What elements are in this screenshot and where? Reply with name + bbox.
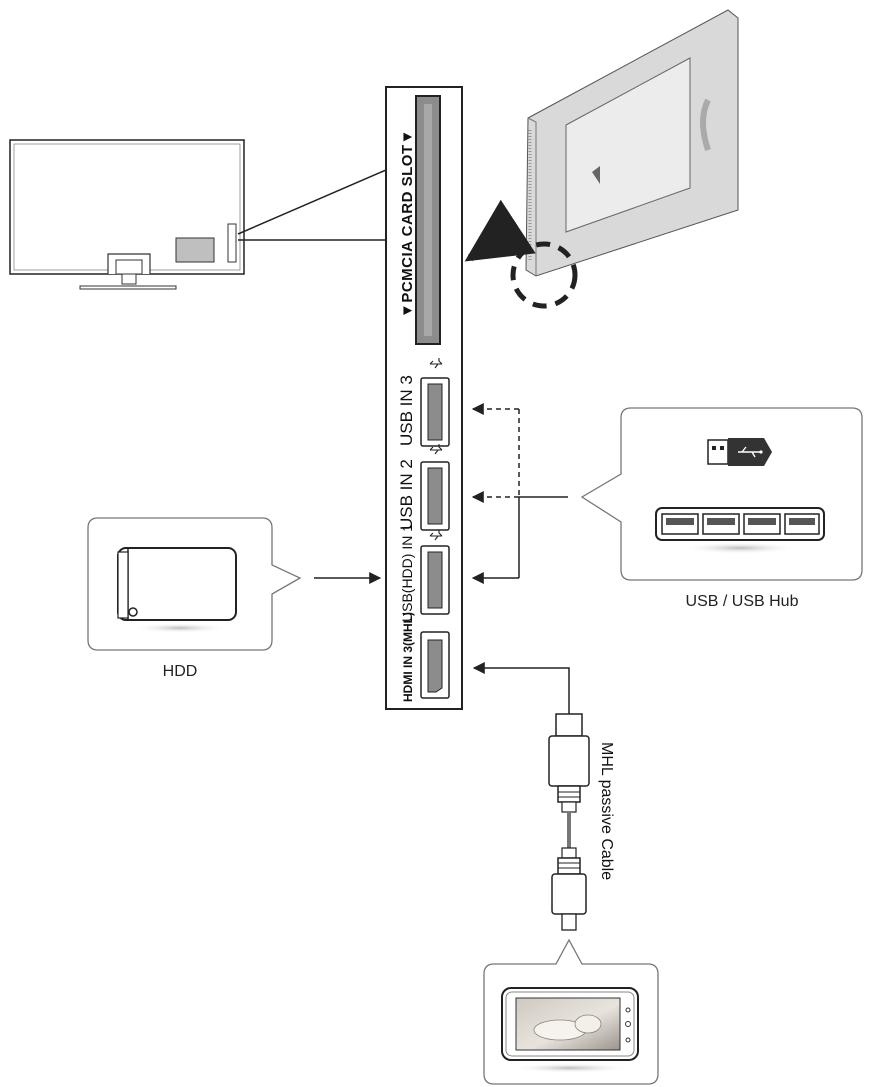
cable-label: MHL passive Cable xyxy=(598,742,615,880)
usb-port-2-label: USB IN 2 xyxy=(397,459,416,530)
usb-hub-label: USB / USB Hub xyxy=(686,593,799,610)
hdmi-port[interactable] xyxy=(420,631,450,699)
pcmcia-slot-label: ▼PCMCIA CARD SLOT▼ xyxy=(399,129,416,318)
usb-port-1[interactable] xyxy=(420,545,450,615)
hdmi-arrow xyxy=(472,662,570,714)
usb-port-3[interactable] xyxy=(420,377,450,447)
usb-symbol-icon xyxy=(429,530,443,541)
dashed-highlight-circle xyxy=(510,241,578,309)
usb-stick-icon xyxy=(707,438,772,466)
insert-arrow xyxy=(464,199,536,262)
hdmi-port-label: HDMI IN 3(MHL) xyxy=(401,612,415,702)
usb-port-1-label: USB(HDD) IN 1 xyxy=(399,524,415,622)
usb-symbol-icon xyxy=(429,358,443,369)
smartphone-icon xyxy=(501,987,639,1073)
usb-symbol-icon xyxy=(429,444,443,455)
hdmi-plug-icon xyxy=(548,713,590,813)
ci-module-icon xyxy=(525,9,739,277)
micro-usb-plug-icon xyxy=(551,847,587,931)
usb-hub-icon xyxy=(655,507,825,554)
tv-icon xyxy=(9,139,245,290)
hdd-icon xyxy=(117,547,237,633)
usb-port-2[interactable] xyxy=(420,461,450,531)
usb-port-3-label: USB IN 3 xyxy=(397,375,416,446)
hdd-label: HDD xyxy=(163,663,198,680)
usb-hub-bubble xyxy=(580,407,863,581)
callout-line-top xyxy=(237,169,387,235)
